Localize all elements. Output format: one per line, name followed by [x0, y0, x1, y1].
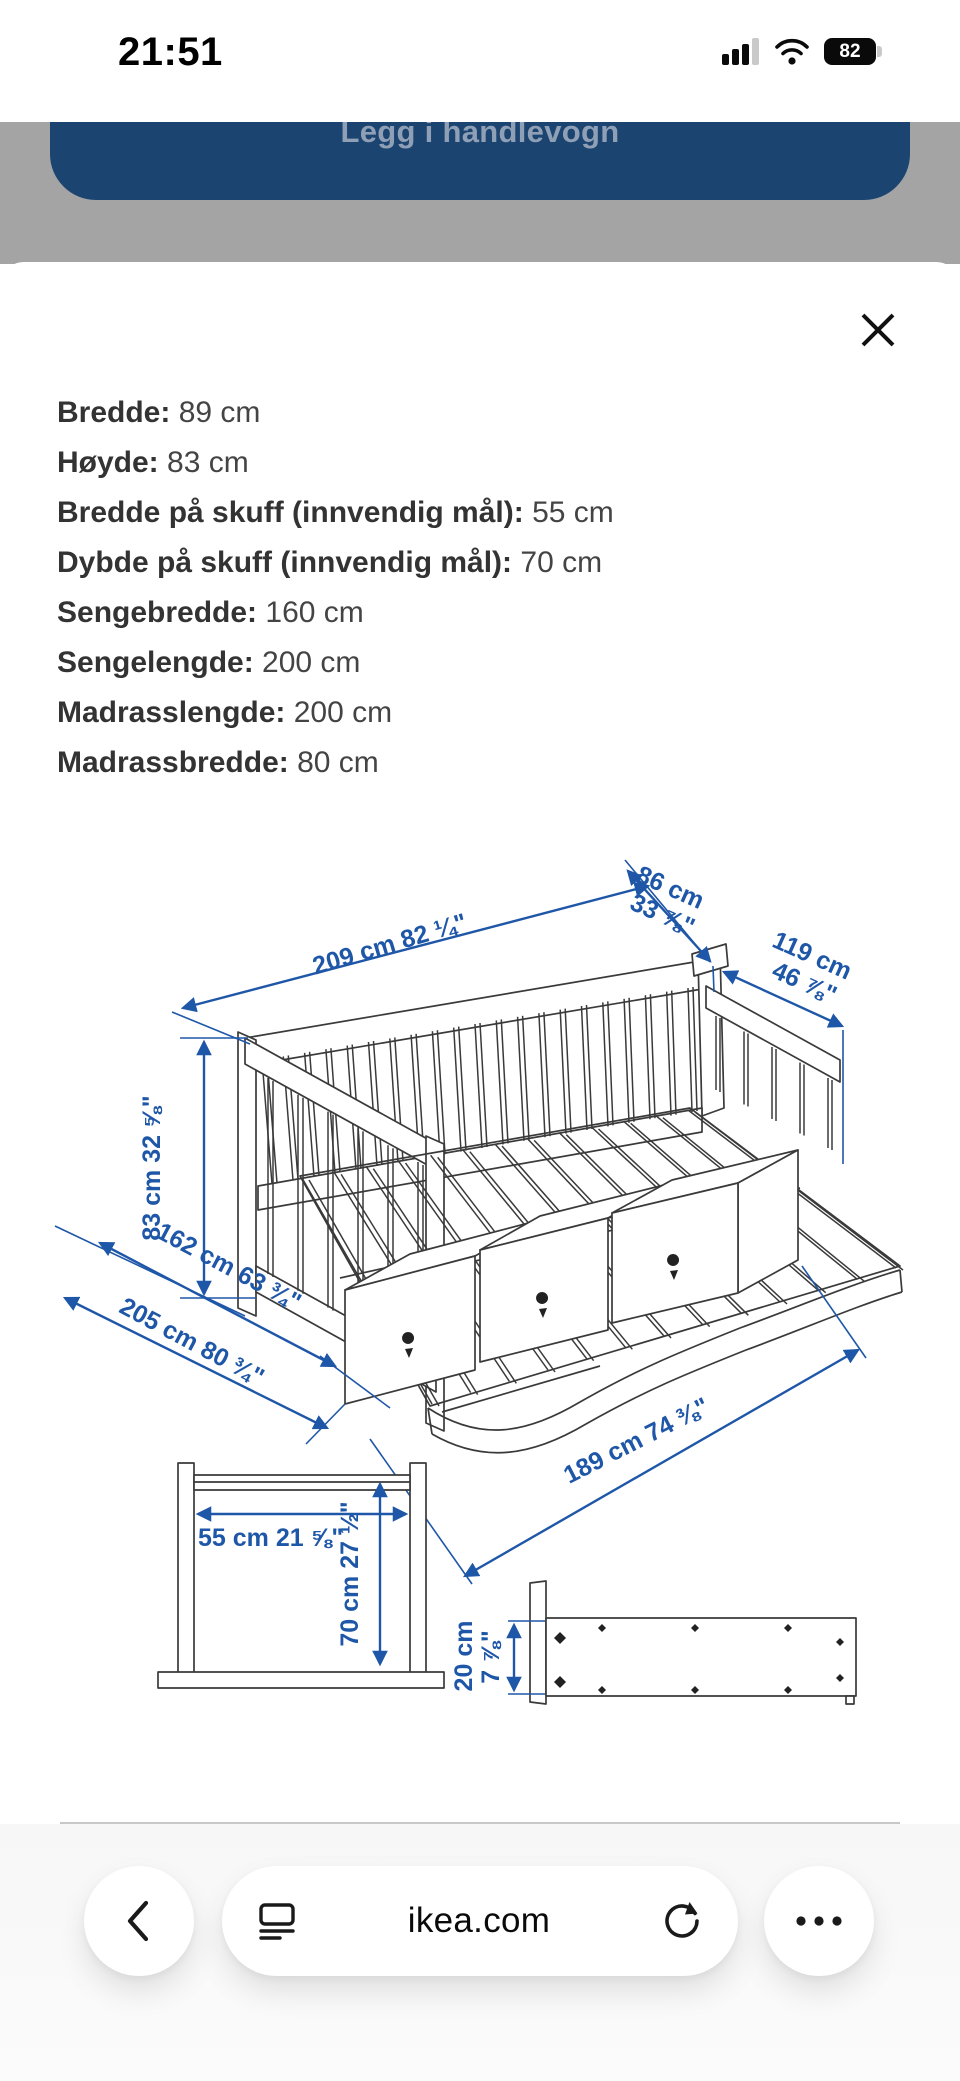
drawer-front-drawing [157, 1462, 445, 1689]
dim-length: 209 cm 82 ¼" [309, 908, 470, 980]
dim-open-width-1: 162 cm 63 ¾" [152, 1217, 306, 1316]
spec-row: Madrasslengde: 200 cm [57, 696, 393, 729]
dim-front-length: 189 cm 74 ⅜" [559, 1392, 714, 1489]
status-bar: 21:51 82 [0, 0, 960, 122]
dim-drawer-height-cm: 20 cm [450, 1621, 478, 1692]
wifi-icon [775, 38, 809, 65]
spec-row: Dybde på skuff (innvendig mål): 70 cm [57, 546, 603, 579]
status-time: 21:51 [118, 30, 223, 74]
spec-row: Bredde på skuff (innvendig mål): 55 cm [57, 496, 614, 529]
refresh-icon [665, 1902, 699, 1938]
drawer-side-dimensions: 20 cm 7 ⅞" [450, 1620, 545, 1695]
daybed-drawing [237, 943, 904, 1454]
toolbar-divider [60, 1822, 900, 1824]
ellipsis-icon [796, 1916, 842, 1926]
measurement-diagram: 209 cm 82 ¼" 86 cm 33 ⅞" 119 cm 46 ⅞" 83… [54, 859, 904, 1705]
spec-row: Høyde: 83 cm [57, 446, 249, 479]
more-button[interactable] [764, 1866, 874, 1976]
url-text: ikea.com [407, 1901, 551, 1940]
reader-view-button[interactable] [256, 1900, 298, 1942]
dim-drawer-height-in: 7 ⅞" [477, 1630, 505, 1684]
drawer-front-dimensions: 55 cm 21 ⅝" 70 cm 27 ½" [195, 1481, 409, 1667]
refresh-button[interactable] [660, 1899, 704, 1943]
back-button[interactable] [84, 1866, 194, 1976]
drawer-side-drawing [529, 1580, 857, 1705]
close-button[interactable] [849, 301, 907, 359]
spec-row: Sengelengde: 200 cm [57, 646, 361, 679]
browser-toolbar: ikea.com [0, 1824, 960, 2081]
battery-icon: 82 [824, 38, 882, 65]
spec-list: Bredde: 89 cm Høyde: 83 cm Bredde på sku… [57, 388, 614, 788]
battery-percent: 82 [839, 40, 861, 62]
spec-row: Sengebredde: 160 cm [57, 596, 364, 629]
page-format-icon [259, 1903, 295, 1940]
spec-row: Bredde: 89 cm [57, 396, 261, 429]
close-icon [861, 313, 895, 347]
spec-row: Madrassbredde: 80 cm [57, 746, 379, 779]
cellular-signal-icon [722, 38, 759, 65]
chevron-left-icon [127, 1900, 149, 1942]
address-bar[interactable]: ikea.com [222, 1866, 738, 1976]
dim-drawer-depth: 70 cm 27 ½" [336, 1501, 364, 1646]
dim-height: 83 cm 32 ⅝" [138, 1095, 166, 1240]
dim-drawer-width: 55 cm 21 ⅝" [198, 1524, 343, 1552]
